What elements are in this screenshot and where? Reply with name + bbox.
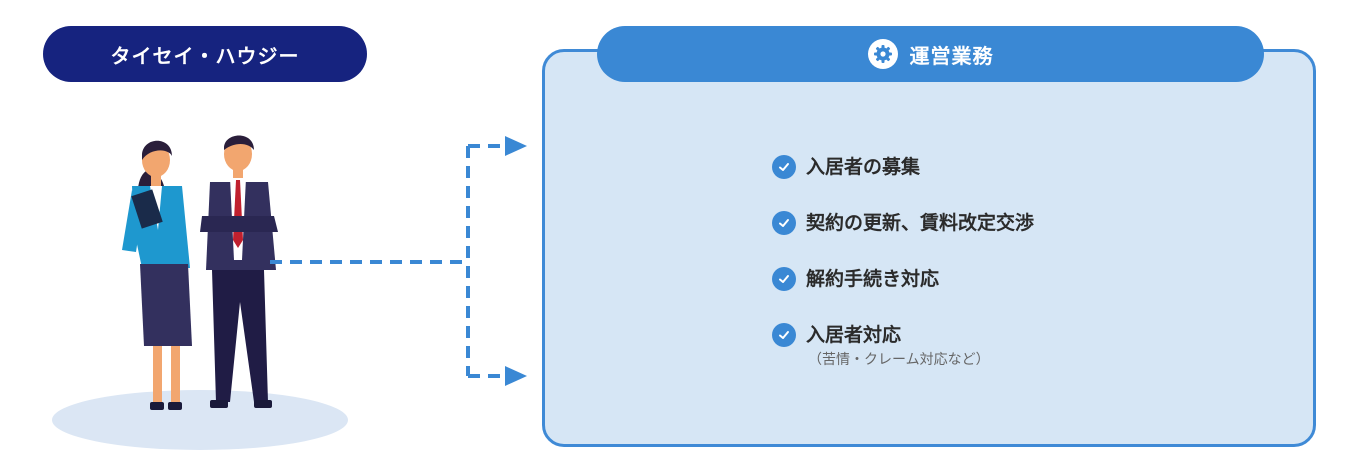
arrow-top xyxy=(505,136,527,156)
business-people-illustration xyxy=(52,135,348,450)
company-label: タイセイ・ハウジー xyxy=(43,26,367,82)
task-note: （苦情・クレーム対応など） xyxy=(808,352,990,368)
connector-lines xyxy=(270,136,527,386)
panel-title: 運営業務 xyxy=(909,43,994,68)
panel-header: 運営業務 xyxy=(597,26,1264,82)
task-item: 契約の更新、賃料改定交渉 xyxy=(772,208,1034,238)
task-item: 入居者の募集 xyxy=(772,152,1034,182)
operations-panel xyxy=(542,49,1316,447)
woman-figure xyxy=(122,140,192,410)
gear-icon xyxy=(867,39,898,69)
task-list: 入居者の募集 契約の更新、賃料改定交渉 解約手続き対応 入居者対応 （苦情・クレ… xyxy=(772,152,1034,396)
check-icon xyxy=(772,267,796,291)
task-label: 解約手続き対応 xyxy=(806,268,940,290)
task-label: 入居者対応 xyxy=(806,324,902,346)
man-figure xyxy=(200,135,278,408)
check-icon xyxy=(772,155,796,179)
task-item: 解約手続き対応 xyxy=(772,264,1034,294)
check-icon xyxy=(772,211,796,235)
task-item: 入居者対応 （苦情・クレーム対応など） xyxy=(772,320,1034,370)
check-icon xyxy=(772,323,796,347)
task-label: 入居者の募集 xyxy=(806,156,921,178)
arrow-bottom xyxy=(505,366,527,386)
ground-shadow xyxy=(52,390,348,450)
task-label: 契約の更新、賃料改定交渉 xyxy=(806,212,1035,234)
